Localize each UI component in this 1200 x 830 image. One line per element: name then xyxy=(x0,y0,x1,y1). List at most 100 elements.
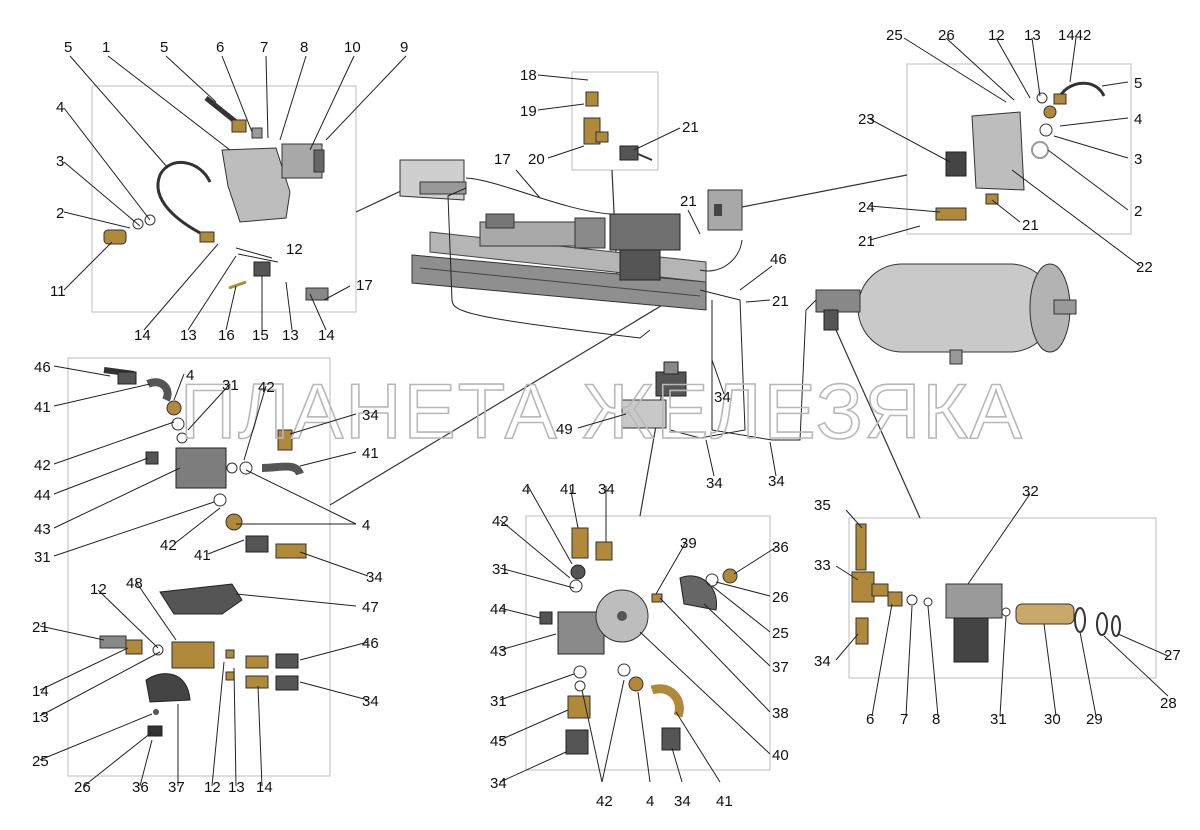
callout-label: 4 xyxy=(646,793,654,810)
callout-label: 21 xyxy=(1022,217,1039,234)
air-receiver-tank xyxy=(815,263,1077,365)
callout-label: 34 xyxy=(814,653,831,670)
connector-line xyxy=(835,329,921,519)
panel-sensor xyxy=(571,71,659,171)
callout-label: 6 xyxy=(866,711,874,728)
callout-label: 13 xyxy=(32,709,49,726)
callout-label: 41 xyxy=(194,547,211,564)
callout-label: 11 xyxy=(50,283,66,300)
callout-label: 34 xyxy=(362,407,379,424)
panel-valve-bracket xyxy=(91,85,357,313)
panel-right-bracket xyxy=(906,63,1132,235)
callout-label: 9 xyxy=(400,39,408,56)
callout-label: 43 xyxy=(34,521,51,538)
callout-label: 43 xyxy=(490,643,507,660)
callout-label: 1 xyxy=(102,39,110,56)
callout-label: 41 xyxy=(362,445,379,462)
callout-label: 14 xyxy=(32,683,49,700)
callout-label: 41 xyxy=(560,481,577,498)
callout-label: 34 xyxy=(490,775,507,792)
watermark-text: ПЛАНЕТА ЖЕЛЕЗЯКА xyxy=(180,367,1024,455)
callout-label: 5 xyxy=(64,39,72,56)
callout-label: 21 xyxy=(858,233,875,250)
callout-label: 25 xyxy=(32,753,49,770)
callout-label: 26 xyxy=(772,589,789,606)
callout-label: 35 xyxy=(814,497,831,514)
leader-lines xyxy=(39,37,1169,787)
callout-label: 16 xyxy=(218,327,235,344)
panel4-parts xyxy=(103,367,307,559)
main-assembly xyxy=(399,159,817,441)
callout-label: 18 xyxy=(520,67,537,84)
panel6-parts xyxy=(539,527,738,755)
callout-label: 34 xyxy=(768,473,785,490)
callout-label: 4 xyxy=(1134,111,1142,128)
callouts-panel-1: 5 1 5 6 7 8 10 9 4 3 2 11 12 14 13 16 15… xyxy=(50,39,408,344)
callout-label: 46 xyxy=(770,251,787,268)
callout-label: 23 xyxy=(858,111,875,128)
panel5-parts xyxy=(99,583,299,737)
callout-label: 12 xyxy=(90,581,107,598)
callout-label: 19 xyxy=(520,103,537,120)
callout-label: 36 xyxy=(772,539,789,556)
callout-label: 12 xyxy=(204,779,221,796)
panel3-parts xyxy=(935,81,1106,221)
callout-label: 21 xyxy=(680,193,697,210)
callout-label: 34 xyxy=(674,793,691,810)
callout-label: 34 xyxy=(598,481,615,498)
panel-left-lower xyxy=(67,357,331,777)
callout-label: 37 xyxy=(168,779,185,796)
callout-label: 13 xyxy=(282,327,299,344)
callouts-panel-2: 18 19 21 20 xyxy=(520,67,699,168)
connector-line xyxy=(329,285,695,506)
callout-label: 13 xyxy=(180,327,197,344)
callout-label: 47 xyxy=(362,599,379,616)
callout-label: 17 xyxy=(494,151,511,168)
callout-label: 14 xyxy=(318,327,335,344)
callout-label: 26 xyxy=(74,779,91,796)
callout-label: 48 xyxy=(126,575,143,592)
callout-label: 21 xyxy=(772,293,789,310)
callout-label: 15 xyxy=(252,327,269,344)
callout-label: 28 xyxy=(1160,695,1177,712)
callout-label: 24 xyxy=(858,199,875,216)
callout-label: 21 xyxy=(682,119,699,136)
callout-label: 34 xyxy=(362,693,379,710)
callouts-panel-7: 35 32 33 34 6 7 8 31 30 29 28 27 xyxy=(814,483,1181,728)
callout-label: 31 xyxy=(222,377,239,394)
callout-label: 30 xyxy=(1044,711,1061,728)
callout-label: 5 xyxy=(1134,75,1142,92)
callouts-panel-3: 25 26 12 13 1442 5 23 4 3 2 22 24 21 21 xyxy=(858,27,1153,276)
callout-label: 17 xyxy=(356,277,373,294)
callouts-panel-5: 12 48 47 21 46 14 13 34 25 26 36 37 12 1… xyxy=(32,575,379,796)
callout-label: 31 xyxy=(990,711,1007,728)
callout-label: 2 xyxy=(1134,203,1142,220)
callout-label: 25 xyxy=(772,625,789,642)
callout-label: 41 xyxy=(716,793,733,810)
callout-label: 4 xyxy=(56,99,64,116)
callout-label: 42 xyxy=(596,793,613,810)
callout-label: 26 xyxy=(938,27,955,44)
panel1-parts xyxy=(103,96,329,301)
callout-label: 12 xyxy=(286,241,303,258)
callout-label: 41 xyxy=(34,399,51,416)
callout-label: 49 xyxy=(556,421,573,438)
callouts-panel-6: 4 41 34 42 39 36 31 26 44 25 43 37 31 38… xyxy=(490,481,789,810)
callout-label: 12 xyxy=(988,27,1005,44)
callout-label: 44 xyxy=(34,487,51,504)
callout-label: 34 xyxy=(366,569,383,586)
callout-label: 5 xyxy=(160,39,168,56)
callout-label: 2 xyxy=(56,205,64,222)
panel7-parts xyxy=(851,523,1121,663)
callout-label: 25 xyxy=(886,27,903,44)
callout-label: 42 xyxy=(160,537,177,554)
callout-label: 46 xyxy=(34,359,51,376)
callout-label: 31 xyxy=(492,561,509,578)
callout-label: 29 xyxy=(1086,711,1103,728)
callout-label: 38 xyxy=(772,705,789,722)
callouts-panel-4: 46 41 4 31 42 34 42 41 44 43 31 42 41 4 … xyxy=(34,359,383,586)
callout-label: 4 xyxy=(362,517,370,534)
callout-label: 31 xyxy=(490,693,507,710)
callout-label: 10 xyxy=(344,39,361,56)
